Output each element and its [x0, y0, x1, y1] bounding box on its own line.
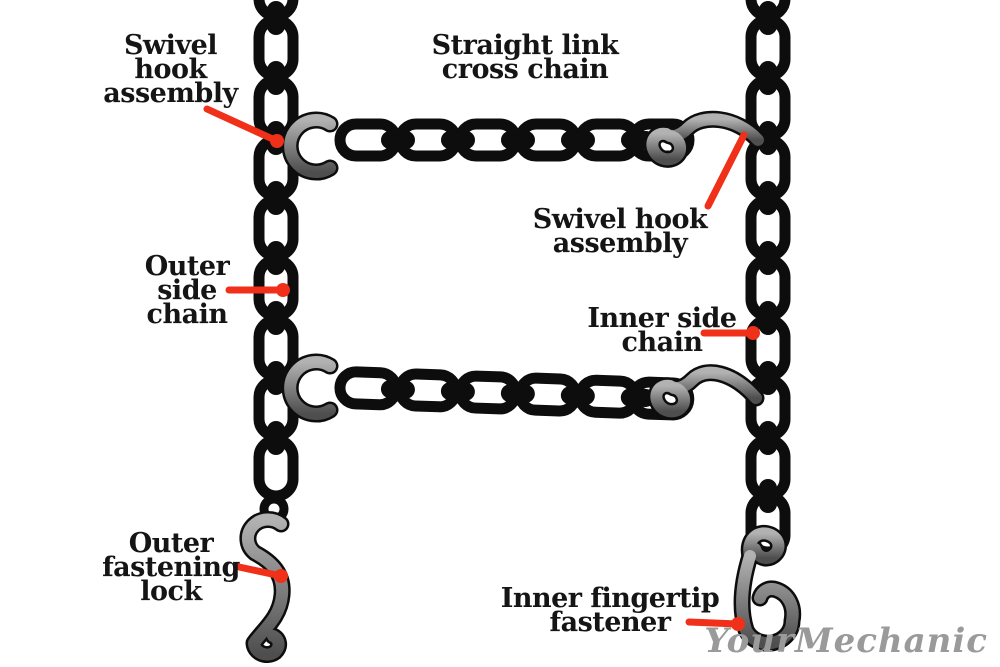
- outer-fastening-lock-graphic: [239, 510, 291, 664]
- label-line: Outer: [128, 528, 214, 559]
- swivel-hook-top-left-graphic: [281, 111, 339, 181]
- label-line: assembly: [552, 228, 688, 259]
- swivel-hook-middle-left-graphic: [281, 353, 339, 423]
- label-line: Outer: [144, 251, 230, 282]
- label-straight-link-cross-chain: Straight link cross chain: [420, 30, 630, 85]
- inner-fingertip-fastener-graphic: [733, 525, 802, 652]
- label-inner-side-chain: Inner side chain: [560, 303, 764, 358]
- leader-lines: [203, 105, 760, 631]
- inner-side-chain-graphic: [751, 0, 785, 552]
- label-line: fastening: [102, 552, 240, 583]
- label-inner-fingertip-fastener: Inner fingertip fastener: [498, 583, 722, 638]
- label-line: Swivel hook: [532, 204, 708, 235]
- label-line: Swivel: [123, 30, 218, 61]
- label-line: chain: [621, 327, 703, 358]
- leader-outer-side-chain: [225, 283, 290, 297]
- leader-outer-fastening-lock: [235, 563, 288, 583]
- label-outer-side-chain: Outer side chain: [105, 251, 269, 330]
- label-line: assembly: [103, 78, 238, 109]
- label-line: cross chain: [441, 54, 609, 85]
- swivel-hook-middle-right-graphic: [647, 364, 765, 420]
- label-line: side: [157, 275, 217, 306]
- middle-cross-chain-graphic: [339, 371, 689, 415]
- label-line: hook: [134, 54, 207, 85]
- label-line: Inner side: [587, 303, 737, 334]
- leader-inner-side-chain: [700, 326, 760, 340]
- leader-inner-fingertip-fastener: [685, 617, 745, 631]
- leader-swivel-left: [203, 105, 284, 148]
- label-line: lock: [140, 576, 202, 607]
- label-line: Inner fingertip: [500, 583, 720, 614]
- label-swivel-hook-assembly-left: Swivel hook assembly: [88, 30, 253, 109]
- label-swivel-hook-assembly-right: Swivel hook assembly: [515, 204, 725, 259]
- leader-swivel-right: [704, 131, 748, 210]
- label-line: chain: [146, 299, 228, 330]
- swivel-hook-top-right-graphic: [643, 110, 767, 168]
- yourmechanic-watermark: YourMechanic: [704, 621, 988, 661]
- top-cross-chain-graphic: [340, 124, 689, 156]
- label-line: fastener: [549, 607, 672, 638]
- label-line: Straight link: [431, 30, 619, 61]
- label-outer-fastening-lock: Outer fastening lock: [88, 528, 254, 607]
